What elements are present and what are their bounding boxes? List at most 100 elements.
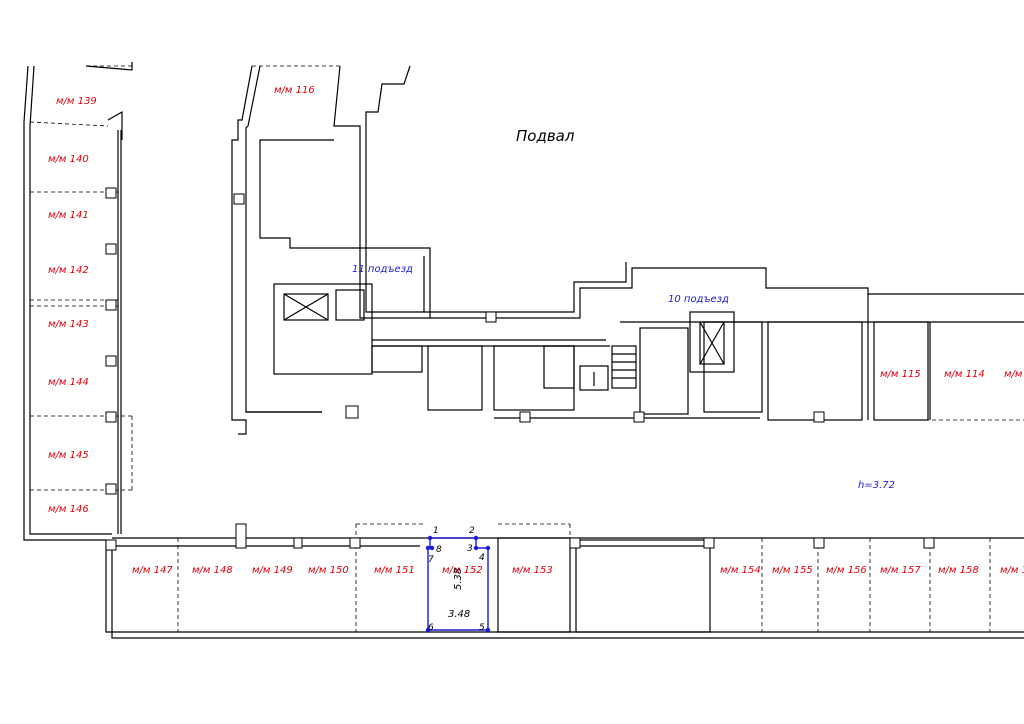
vertex — [485, 627, 491, 633]
bottom-row-rooms — [497, 537, 711, 633]
elevator-cab-right — [699, 321, 725, 365]
stall-dividers — [29, 65, 1024, 632]
space-label: м/м 148 — [192, 565, 233, 576]
upper-shaft — [259, 65, 431, 319]
space-label: м/м 1 — [1000, 565, 1024, 576]
space-label: м/м 139 — [56, 96, 97, 107]
space-label: м/м 147 — [132, 565, 173, 576]
vertex-label: 6 — [428, 623, 434, 633]
elevator-cab-left — [283, 293, 329, 321]
column — [519, 411, 531, 423]
outer-wall-bottom — [111, 545, 1024, 639]
column — [633, 411, 645, 423]
columns — [105, 187, 935, 551]
column — [703, 537, 715, 549]
space-label: м/м 158 — [938, 565, 979, 576]
column — [235, 523, 247, 549]
vertex — [429, 545, 435, 551]
central-inner — [245, 65, 322, 413]
space-label: м/м 152 — [442, 565, 483, 576]
space-label: м/м 150 — [308, 565, 349, 576]
room-c — [493, 345, 575, 411]
central-outer — [231, 65, 253, 435]
room-ramp — [575, 539, 711, 633]
space-label: м/м 1 — [1004, 369, 1024, 380]
column — [105, 355, 117, 367]
space-label: м/м 141 — [48, 210, 89, 221]
column — [105, 483, 117, 495]
space-label: м/м 153 — [512, 565, 553, 576]
vertex-label: 8 — [436, 545, 442, 555]
space-label: м/м 151 — [374, 565, 415, 576]
vertex-label: 1 — [433, 526, 439, 536]
room-g — [767, 321, 863, 421]
floor-title: Подвал — [516, 127, 575, 145]
column — [233, 193, 245, 205]
vertex — [473, 535, 479, 541]
column — [569, 537, 581, 549]
stair-flight-2 — [579, 365, 609, 391]
stair-flight — [611, 345, 637, 389]
space-label: м/м 149 — [252, 565, 293, 576]
vertex — [485, 545, 491, 551]
column — [485, 311, 497, 323]
elevator-cross-b — [283, 293, 329, 321]
room-153 — [497, 537, 571, 633]
column — [105, 411, 117, 423]
vertex-label: 7 — [428, 555, 434, 565]
vertex-label: 4 — [479, 553, 485, 563]
shaft-small — [335, 289, 365, 321]
vertex — [427, 535, 433, 541]
space-width-label: 3.48 — [448, 609, 470, 620]
corridor-top — [430, 267, 1024, 319]
space-label: м/м 144 — [48, 377, 89, 388]
elevator-cross-d — [699, 321, 725, 365]
space-label: м/м 115 — [880, 369, 921, 380]
room-b — [427, 345, 483, 411]
column — [923, 537, 935, 549]
space-label: м/м 142 — [48, 265, 89, 276]
corridor-top-inner — [424, 262, 627, 313]
elevator-right — [689, 311, 735, 373]
column — [349, 537, 361, 549]
vertex — [425, 627, 431, 633]
vertex — [473, 545, 479, 551]
room-e — [639, 327, 689, 415]
column — [345, 405, 359, 419]
upper-shaft-right — [365, 65, 425, 313]
entrance-11-label: 11 подъезд — [352, 264, 413, 275]
vertex — [425, 545, 431, 551]
space-label: м/м 157 — [880, 565, 921, 576]
column — [813, 537, 825, 549]
column — [105, 243, 117, 255]
column — [813, 411, 825, 423]
room-d — [543, 345, 575, 389]
vertex-label: 3 — [467, 544, 473, 554]
space-label: м/м 146 — [48, 504, 89, 515]
space-label: м/м 143 — [48, 319, 89, 330]
elevator-left — [273, 283, 373, 375]
space-label: м/м 145 — [48, 450, 89, 461]
space-label: м/м 116 — [274, 85, 315, 96]
top-wall-b — [107, 110, 123, 140]
highlighted-space[interactable] — [425, 535, 491, 633]
column — [293, 537, 303, 549]
entrance-10-label: 10 подъезд — [668, 294, 729, 305]
room-a — [371, 345, 423, 373]
space-label: м/м 154 — [720, 565, 761, 576]
room-f — [703, 321, 763, 413]
walls — [23, 62, 1024, 639]
height-note: h=3.72 — [858, 480, 895, 491]
column — [105, 539, 117, 551]
space-label: м/м 156 — [826, 565, 867, 576]
vertex-label: 2 — [469, 526, 475, 536]
space-label: м/м 155 — [772, 565, 813, 576]
column — [105, 187, 117, 199]
space-152-vertices — [425, 535, 491, 633]
space-label: м/м 114 — [944, 369, 985, 380]
labels: Подвал h=3.72 11 подъезд 10 подъезд м/м … — [48, 85, 1024, 633]
outer-wall-left-inner — [29, 65, 112, 535]
stall-line — [29, 121, 109, 127]
